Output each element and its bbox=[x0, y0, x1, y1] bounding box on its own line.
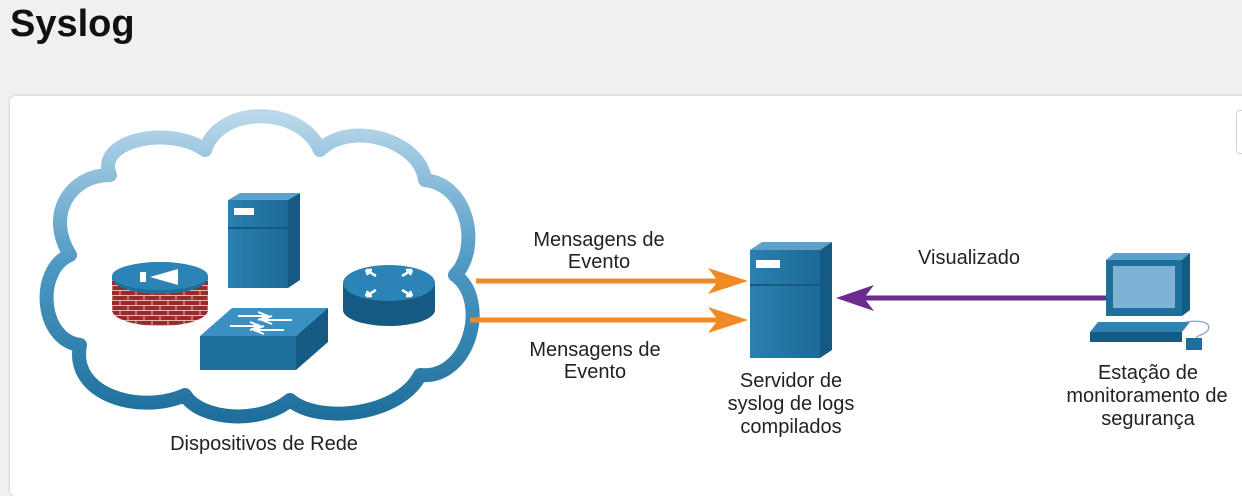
switch-icon bbox=[200, 308, 328, 370]
network-devices-label: Dispositivos de Rede bbox=[170, 433, 358, 455]
event-arrow-bottom bbox=[470, 307, 748, 333]
cloud-icon bbox=[39, 109, 480, 424]
syslog-server-icon bbox=[750, 242, 832, 358]
viewed-arrow bbox=[836, 285, 1108, 311]
event-messages-bottom-line1: Mensagens de bbox=[529, 339, 661, 361]
viewed-label: Visualizado bbox=[918, 247, 1020, 269]
router-icon bbox=[343, 265, 435, 326]
card-corner-button[interactable] bbox=[1236, 110, 1242, 154]
firewall-icon bbox=[112, 262, 208, 326]
server-label-line3: compilados bbox=[740, 416, 842, 438]
event-messages-top-line2: Evento bbox=[567, 251, 631, 273]
page-title: Syslog bbox=[10, 3, 135, 45]
event-messages-bottom-line2: Evento bbox=[563, 361, 627, 383]
syslog-diagram bbox=[39, 109, 1210, 424]
server-label-line1: Servidor de bbox=[739, 370, 843, 392]
station-label-line3: segurança bbox=[1101, 408, 1195, 430]
event-arrow-top bbox=[476, 268, 748, 294]
workstation-icon bbox=[1090, 253, 1210, 350]
station-label-line1: Estação de bbox=[1097, 362, 1199, 384]
event-messages-top-line1: Mensagens de bbox=[533, 229, 665, 251]
server-icon bbox=[228, 193, 300, 288]
station-label-line2: monitoramento de bbox=[1066, 385, 1228, 407]
server-label-line2: syslog de logs bbox=[727, 393, 855, 415]
